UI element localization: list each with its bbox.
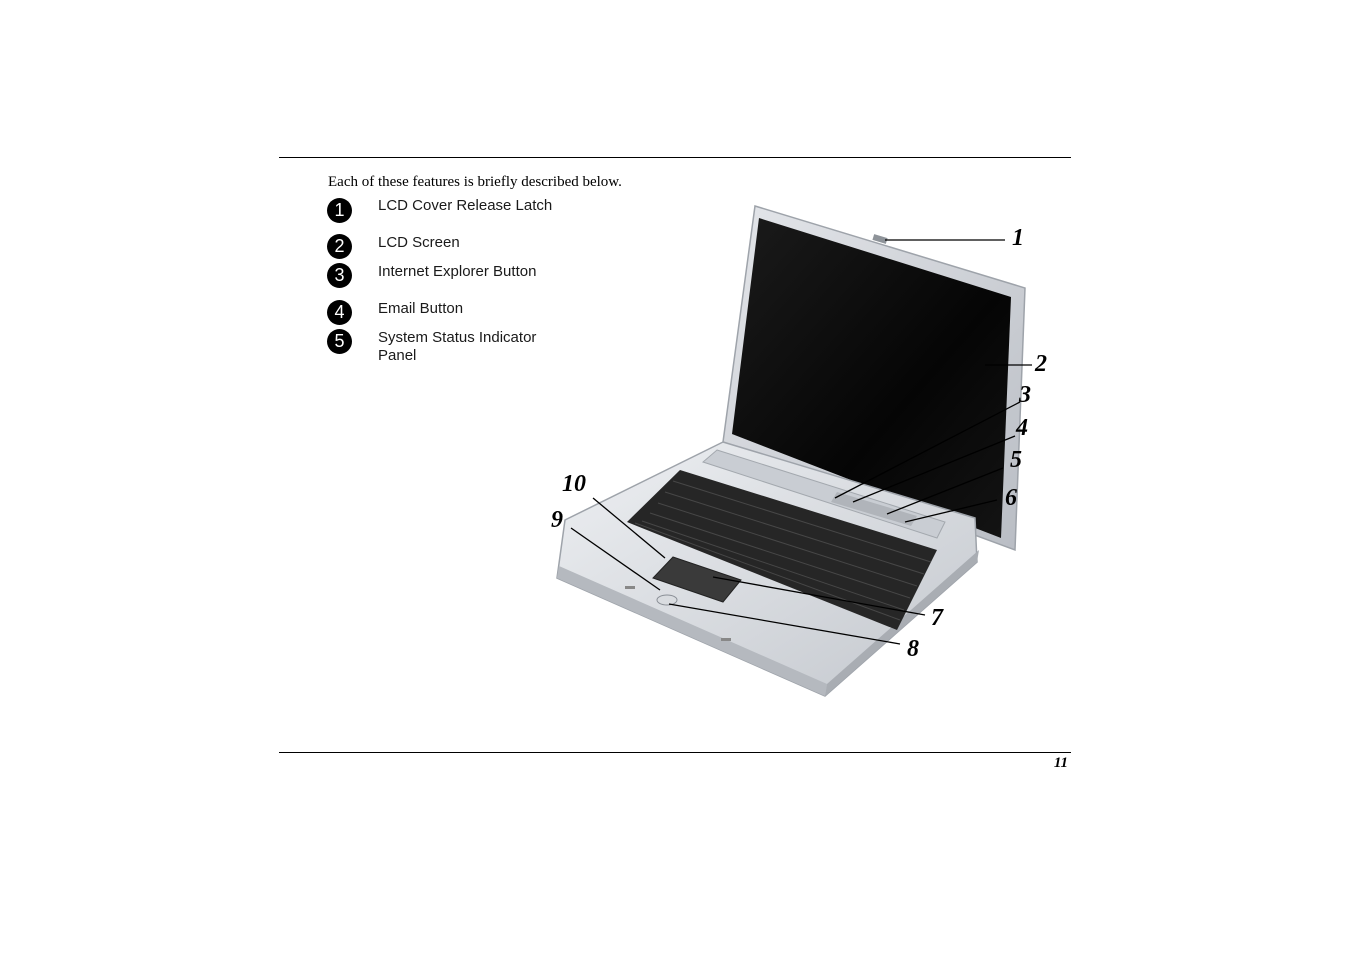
callout-10: 10 <box>562 471 586 497</box>
cover-latch <box>872 234 888 244</box>
number-3-badge: 3 <box>327 263 352 288</box>
callout-2: 2 <box>1035 351 1047 377</box>
callout-3: 3 <box>1019 382 1031 408</box>
page-number: 11 <box>1053 755 1068 771</box>
callout-1: 1 <box>1012 225 1024 251</box>
buttons-strip <box>831 492 917 526</box>
base-front-edge <box>557 566 827 696</box>
callout-4: 4 <box>1016 415 1028 441</box>
feature-label: System Status Indicator Panel <box>378 329 537 364</box>
intro-text: Each of these features is briefly descri… <box>328 174 622 190</box>
feature-label: LCD Screen <box>378 234 460 251</box>
callout-8: 8 <box>907 636 919 662</box>
footer-rule <box>279 752 1071 753</box>
callout-7: 7 <box>931 605 943 631</box>
number-5-badge: 5 <box>327 329 352 354</box>
callout-9: 9 <box>551 507 563 533</box>
laptop-figure: 1 2 3 4 5 6 7 8 9 10 <box>545 200 1065 705</box>
touchpad-button <box>656 594 678 606</box>
feature-label: LCD Cover Release Latch <box>378 197 553 214</box>
callout-5: 5 <box>1010 447 1022 473</box>
lcd-screen <box>732 218 1011 538</box>
number-1-badge: 1 <box>327 198 352 223</box>
laptop-illustration <box>556 205 1032 697</box>
number-2-badge: 2 <box>327 234 352 259</box>
feature-label: Email Button <box>378 300 464 317</box>
callout-6: 6 <box>1005 485 1017 511</box>
touchpad <box>652 556 742 603</box>
header-rule <box>279 157 1071 158</box>
keyboard <box>627 470 937 630</box>
feature-label: Internet Explorer Button <box>378 263 537 280</box>
base-right-edge <box>825 550 979 696</box>
number-4-badge: 4 <box>327 300 352 325</box>
